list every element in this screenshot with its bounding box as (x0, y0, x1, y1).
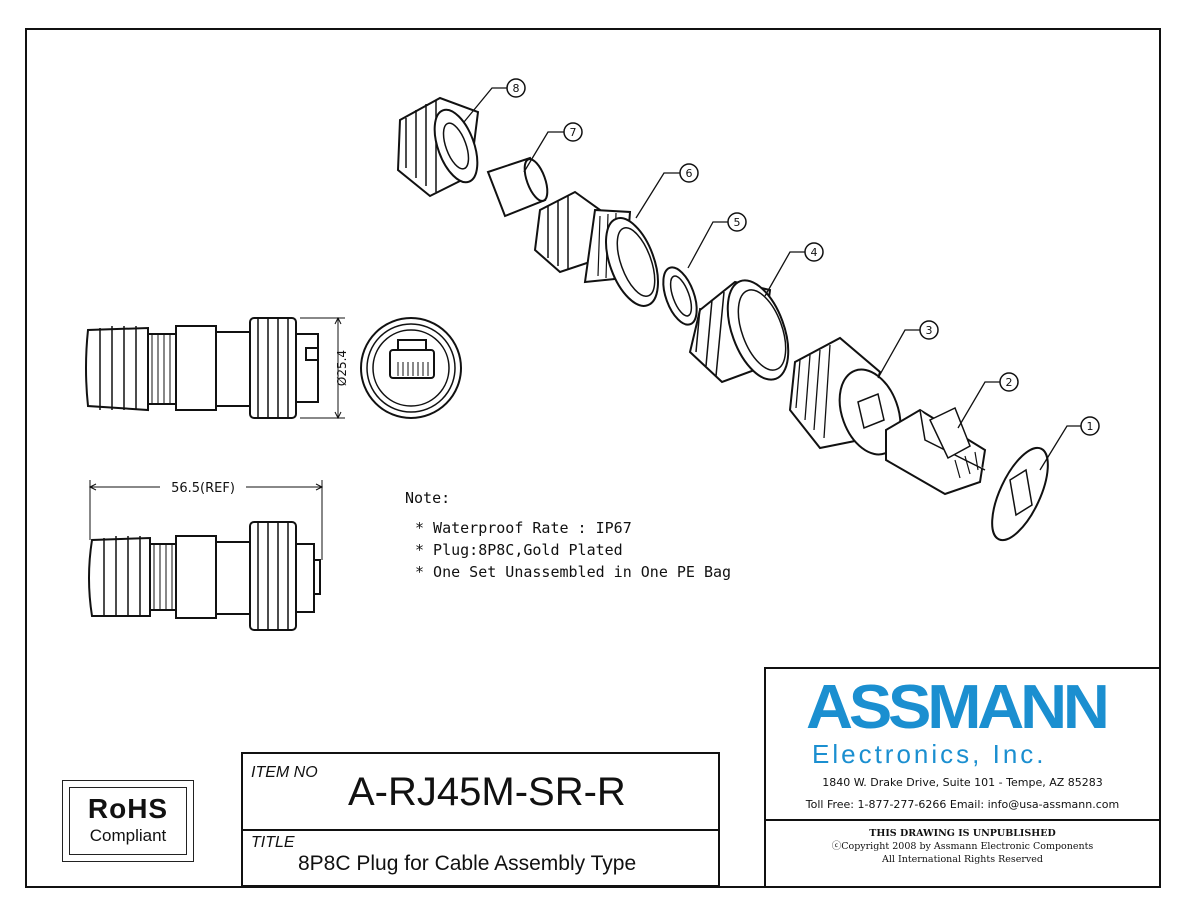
company-logo: ASSMANN (806, 673, 1110, 742)
notes-block: Note: * Waterproof Rate : IP67 * Plug:8P… (405, 487, 731, 583)
item-no-value: A-RJ45M-SR-R (348, 770, 626, 814)
note-line-3: * One Set Unassembled in One PE Bag (415, 563, 732, 581)
rohs-badge: RoHS Compliant (62, 780, 194, 862)
title-block: ITEM NO A-RJ45M-SR-R TITLE 8P8C Plug for… (241, 752, 720, 887)
part-7-seal-sleeve (486, 156, 549, 218)
part-5-o-ring (662, 266, 698, 326)
company-subtitle: Electronics, Inc. (812, 739, 1047, 769)
unpublished-notice: THIS DRAWING IS UNPUBLISHED (869, 828, 1056, 839)
title-label: TITLE (251, 834, 295, 851)
copyright-icon: ⓒ (831, 841, 842, 852)
callout-6-circle (679, 163, 699, 183)
note-line-1: * Waterproof Rate : IP67 (415, 519, 632, 537)
callout-8-circle (506, 78, 526, 98)
rohs-subtitle: Compliant (89, 826, 167, 845)
company-contact: Toll Free: 1-877-277-6266 Email: info@us… (805, 798, 1120, 811)
part-8-cable-nut (396, 96, 480, 198)
callout-4-label: 4 (811, 246, 818, 259)
copyright-notice: THIS DRAWING IS UNPUBLISHED ⓒCopyright 2… (766, 827, 1159, 866)
part-1-gasket (991, 446, 1049, 542)
title-value: 8P8C Plug for Cable Assembly Type (298, 852, 637, 875)
callout-leaders (463, 87, 1082, 471)
rohs-title: RoHS (87, 793, 169, 824)
callout-3-circle (919, 320, 939, 340)
diameter-label: Ø25.4 (335, 350, 349, 386)
copyright-text: Copyright 2008 by Assmann Electronic Com… (841, 841, 1094, 852)
company-address: 1840 W. Drake Drive, Suite 101 - Tempe, … (822, 776, 1103, 789)
callout-8-label: 8 (513, 82, 520, 95)
callout-3-label: 3 (926, 324, 933, 337)
side-view-bottom (88, 521, 321, 631)
length-label: 56.5(REF) (171, 481, 235, 496)
rights-text: All International Rights Reserved (882, 854, 1043, 865)
callout-1-label: 1 (1087, 420, 1094, 433)
part-2-rj45-plug (885, 406, 987, 496)
callout-5-circle (727, 212, 747, 232)
diameter-dimension (300, 316, 345, 420)
callout-2-label: 2 (1006, 376, 1013, 389)
drawing-frame (25, 28, 1161, 888)
title-block-divider (243, 829, 718, 831)
callout-7-label: 7 (570, 126, 577, 139)
end-view (360, 317, 462, 419)
company-block-divider (766, 819, 1159, 821)
note-heading: Note: (405, 489, 451, 507)
callout-7-circle (563, 122, 583, 142)
side-view-top (85, 317, 319, 419)
part-4-locking-nut (688, 279, 790, 384)
callout-6-label: 6 (686, 167, 693, 180)
callout-2-circle (999, 372, 1019, 392)
callout-1-circle (1080, 416, 1100, 436)
callout-4-circle (804, 242, 824, 262)
part-6-gland-body (533, 190, 659, 307)
item-no-label: ITEM NO (251, 764, 318, 781)
note-line-2: * Plug:8P8C,Gold Plated (415, 541, 623, 559)
callout-5-label: 5 (734, 216, 741, 229)
length-dimension (88, 480, 324, 560)
company-block: ASSMANN Electronics, Inc. 1840 W. Drake … (764, 667, 1161, 888)
